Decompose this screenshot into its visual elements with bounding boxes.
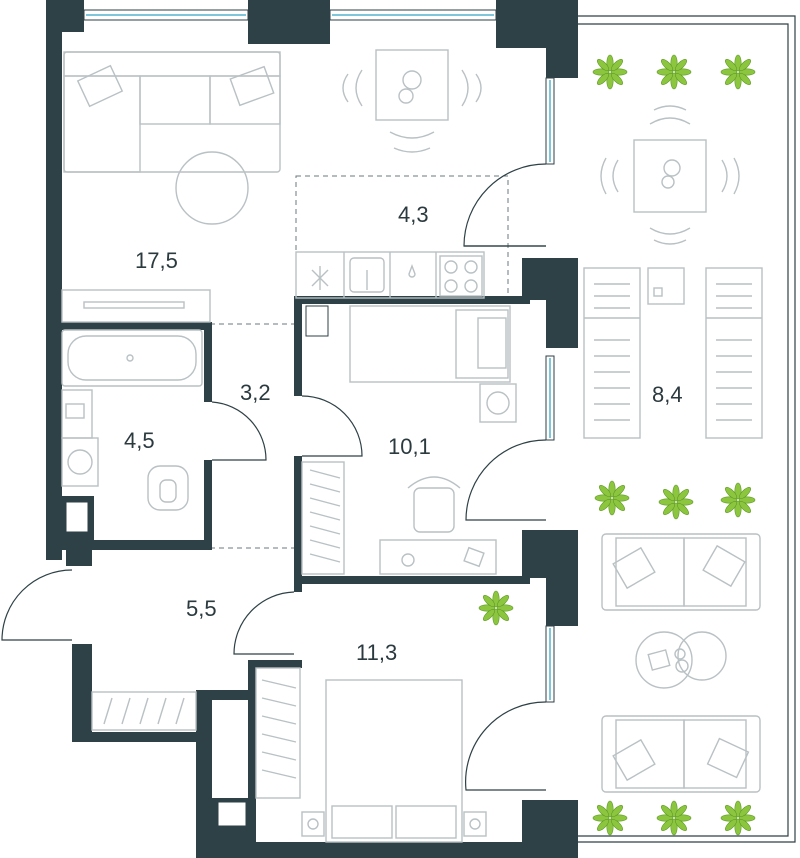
bathroom-area: 4,5 — [124, 428, 155, 453]
rug-icon — [175, 151, 249, 225]
coffee-table-icon — [635, 631, 727, 689]
zone-dividers — [210, 175, 509, 549]
corridor-area: 3,2 — [240, 380, 271, 405]
desk-chair-icon — [407, 476, 461, 533]
kitchen-niche-area: 4,3 — [398, 202, 429, 227]
sink-icon — [61, 389, 93, 439]
plant-icon — [478, 54, 756, 836]
bathtub-icon — [61, 329, 203, 387]
kitchen-counter — [295, 251, 485, 299]
dining-table-icon — [600, 105, 740, 245]
walls — [46, 0, 578, 858]
wardrobe-icon — [255, 667, 301, 799]
stove-icon — [439, 255, 483, 297]
bedroom-2-area: 11,3 — [356, 640, 397, 665]
sunbed-icon — [583, 267, 641, 439]
terrace-area: 8,4 — [652, 382, 683, 407]
sofa-icon — [601, 533, 761, 611]
living-kitchen-area: 17,5 — [135, 248, 178, 273]
terrace-railing — [578, 15, 796, 843]
sofa-icon — [601, 715, 761, 793]
hall-area: 5,5 — [186, 596, 217, 621]
sunbed-icon — [705, 267, 763, 439]
wardrobe-icon — [91, 691, 197, 731]
bedroom-1-area: 10,1 — [388, 434, 431, 459]
toilet-icon — [147, 465, 189, 511]
sink-icon — [349, 257, 385, 293]
wardrobe-icon — [301, 461, 345, 575]
desk-icon — [379, 539, 497, 575]
washing-machine-icon — [479, 383, 517, 423]
tv-stand-icon — [61, 289, 211, 323]
side-table-icon — [647, 267, 685, 305]
bed-icon — [301, 679, 487, 843]
dining-table-icon — [342, 49, 482, 153]
freezer-icon — [311, 266, 329, 290]
sofa-icon — [63, 51, 281, 173]
doors — [1, 163, 547, 791]
washing-machine-icon — [61, 437, 99, 487]
tap-icon — [408, 264, 416, 278]
bed-icon — [349, 305, 511, 383]
